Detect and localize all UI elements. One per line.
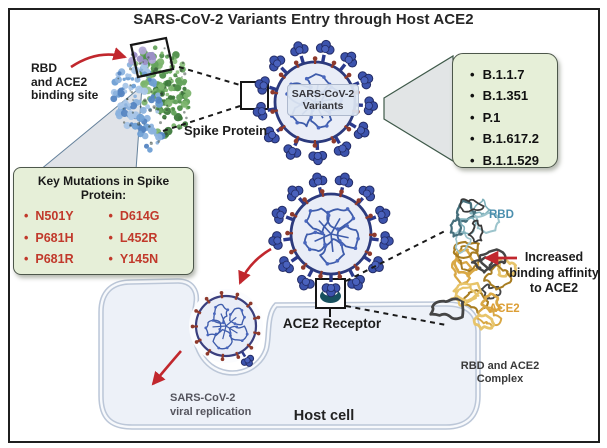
variant-item: B.1.1.7 (470, 64, 557, 85)
rbd-binding-site-label: RBD and ACE2 binding site (31, 61, 99, 103)
spike-protein-label: Spike Protein (184, 123, 268, 138)
arrow-virus-entry (238, 247, 272, 285)
variants-tag-line: Variants (302, 100, 344, 112)
mutation-item: Y145N (109, 249, 194, 271)
affinity-line: binding affinity (509, 265, 599, 280)
mutations-column-2: D614G L452R Y145N (109, 206, 194, 271)
rbd-binding-site-line: binding site (31, 88, 99, 102)
variants-list-box: B.1.1.7 B.1.351 P.1 B.1.617.2 B.1.1.529 (452, 53, 558, 168)
mutation-item: D614G (109, 206, 194, 228)
ace2-label: ACE2 (489, 303, 520, 315)
viral-replication-line: viral replication (170, 405, 252, 418)
dashed-connector (345, 305, 447, 326)
increased-affinity-label: Increased binding affinity to ACE2 (504, 250, 604, 297)
rbd-label: RBD (489, 209, 514, 221)
mutation-item: P681H (24, 228, 109, 250)
variants-tag-line: SARS-CoV-2 (291, 87, 355, 100)
ace2-receptor-label: ACE2 Receptor (282, 316, 382, 331)
affinity-line: Increased (524, 250, 584, 264)
complex-caption-line: Complex (476, 373, 524, 385)
rbd-binding-site-line: RBD (31, 61, 57, 75)
mutation-item: N501Y (24, 206, 109, 228)
key-mutations-box: Key Mutations in Spike Protein: N501Y P6… (13, 167, 194, 275)
affinity-line: to ACE2 (529, 281, 579, 295)
mutation-item: L452R (109, 228, 194, 250)
viral-replication-line: SARS-CoV-2 (170, 392, 236, 404)
viral-replication-label: SARS-CoV-2 viral replication (170, 392, 251, 419)
figure-title: SARS-CoV-2 Variants Entry through Host A… (133, 11, 474, 28)
sars-cov-2-virion-endosome (190, 290, 261, 367)
sars-cov-2-virion-binding (268, 172, 394, 298)
dashed-connector (162, 105, 241, 132)
mutations-column-1: N501Y P681H P681R (24, 206, 109, 271)
rbd-binding-site-box (129, 36, 175, 79)
key-mutations-title: Key Mutations in Spike Protein: (37, 174, 170, 202)
sars-cov-2-variants-tag: SARS-CoV-2 Variants (287, 84, 359, 116)
mutation-item: P681R (24, 249, 109, 271)
figure-border (8, 8, 600, 443)
variant-item: B.1.1.529 (470, 150, 557, 171)
rbd-ace2-complex-structure (429, 198, 518, 331)
variant-item: P.1 (470, 107, 557, 128)
complex-caption-line: RBD and ACE2 (460, 360, 540, 372)
arrow-replication (151, 350, 182, 386)
spike-protein-structure (110, 45, 192, 153)
variant-item: B.1.617.2 (470, 128, 557, 149)
dashed-connector (178, 66, 241, 86)
rbd-binding-site-line: and ACE2 (31, 74, 88, 89)
host-cell-label: Host cell (293, 408, 355, 424)
arrow-to-binding-site (70, 47, 127, 69)
variants-list: B.1.1.7 B.1.351 P.1 B.1.617.2 B.1.1.529 (453, 64, 557, 171)
variant-item: B.1.351 (470, 85, 557, 106)
rbd-ace2-complex-caption: RBD and ACE2 Complex (453, 360, 547, 386)
